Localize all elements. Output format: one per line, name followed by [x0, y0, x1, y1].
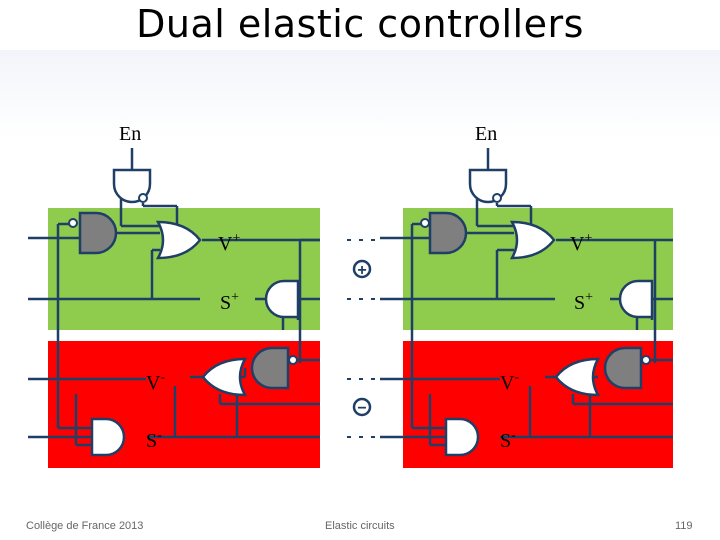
left-en-label: En: [119, 123, 141, 145]
svg-text:−: −: [357, 400, 366, 417]
right-v-minus-label: V-: [500, 370, 519, 394]
svg-text:+: +: [357, 262, 366, 279]
right-v-plus-label: V+: [570, 231, 592, 255]
right-en-label: En: [475, 123, 497, 145]
minus-symbol: −: [352, 397, 372, 417]
left-controller: En V+ S+ V- S-: [28, 123, 320, 468]
inter-controller-links: [347, 239, 380, 438]
right-controller: En V+ S+ V- S-: [380, 123, 673, 468]
title-band: [0, 0, 720, 50]
left-s-plus-label: S+: [220, 290, 239, 314]
slide-title: Dual elastic controllers: [136, 2, 584, 46]
left-v-minus-label: V-: [146, 370, 165, 394]
right-s-plus-label: S+: [574, 290, 593, 314]
plus-symbol: +: [352, 259, 372, 279]
footer-institution: Collège de France 2013: [26, 520, 144, 532]
page-number: 119: [675, 520, 693, 532]
left-v-plus-label: V+: [218, 231, 240, 255]
right-s-minus-label: S-: [500, 428, 516, 452]
left-s-minus-label: S-: [146, 428, 162, 452]
footer-topic: Elastic circuits: [325, 520, 395, 532]
